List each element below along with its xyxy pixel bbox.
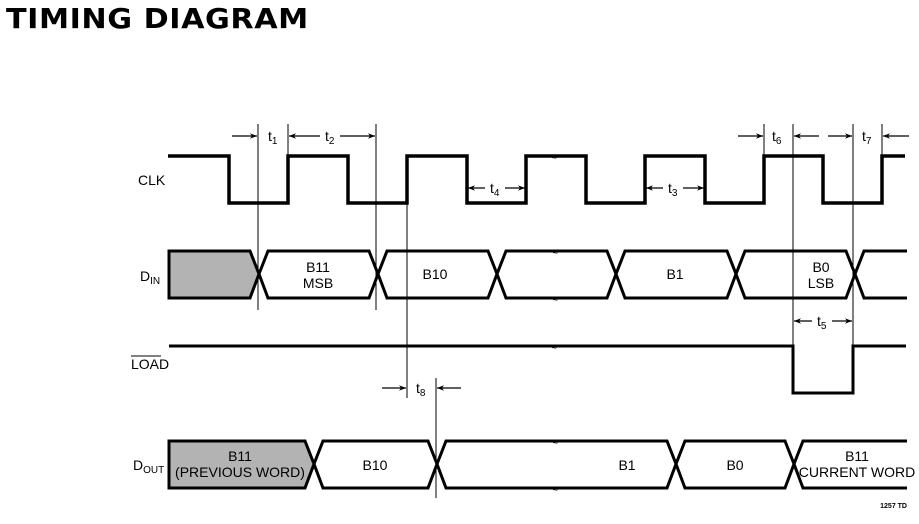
din-segment-b11 (257, 249, 380, 300)
dout-bus (167, 439, 907, 490)
reference-lines (257, 124, 883, 498)
load-label: LOAD (131, 356, 169, 372)
dout-label-b11-current: B11 (845, 448, 869, 464)
dout-segment-current-word (792, 439, 907, 490)
din-label-b11: B11 (306, 259, 330, 275)
din-segment-next (853, 249, 907, 300)
clk-break-mark: ≈ (552, 152, 557, 162)
diagram-title: TIMING DIAGRAM (6, 2, 309, 35)
load-waveform (169, 344, 906, 395)
din-segment-gap (495, 249, 618, 300)
dout-break-mark-bottom: ≈ (553, 484, 558, 494)
load-break-mark: ≈ (552, 342, 557, 352)
din-label-b0: B0 (812, 259, 829, 275)
timing-labels: t1 t2 t3 t4 t5 t6 t7 t8 (268, 128, 872, 399)
dout-label-b1: B1 (618, 457, 635, 473)
t6-label: t6 (772, 128, 782, 147)
din-break-mark-top: ≈ (553, 247, 558, 257)
t2-label: t2 (325, 128, 335, 147)
clk-label: CLK (138, 172, 166, 188)
din-label-b10: B10 (423, 266, 448, 282)
t4-label: t4 (490, 180, 500, 199)
din-label-b1: B1 (666, 266, 683, 282)
dout-label-b10: B10 (363, 457, 388, 473)
t8-label: t8 (416, 380, 426, 399)
dout-segment-prev-word (167, 439, 316, 490)
clk-waveform (168, 154, 905, 205)
dout-segment-b10 (312, 439, 439, 490)
figure-reference: 1257 TD (880, 503, 907, 510)
dout-label: DOUT (133, 457, 164, 476)
t5-label: t5 (817, 313, 827, 332)
din-segment-b0 (734, 249, 857, 300)
t7-label: t7 (862, 128, 872, 147)
din-label-lsb: LSB (808, 275, 834, 291)
din-segment-b1 (614, 249, 738, 300)
din-label-msb: MSB (303, 275, 333, 291)
dout-segment-b0 (674, 439, 796, 490)
dout-segment-b1 (435, 439, 678, 490)
t1-label: t1 (268, 128, 278, 147)
din-bus (167, 249, 907, 300)
dout-break-mark-top: ≈ (553, 437, 558, 447)
timing-arrows (232, 133, 909, 391)
dout-label-previous-word: (PREVIOUS WORD) (175, 464, 305, 480)
dout-label-current-word: CURRENT WORD (799, 464, 915, 480)
signal-labels: CLK DIN LOAD DOUT (131, 172, 169, 476)
dout-label-b11: B11 (228, 448, 252, 464)
din-label: DIN (140, 268, 160, 287)
t3-label: t3 (668, 180, 678, 199)
din-segment-shaded (167, 249, 261, 300)
din-break-mark-bottom: ≈ (553, 294, 558, 304)
din-segment-b10 (376, 249, 499, 300)
dout-label-b0: B0 (726, 457, 743, 473)
